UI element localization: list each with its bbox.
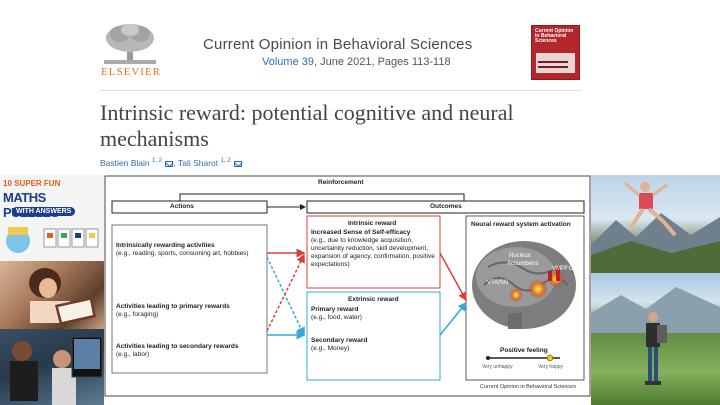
jumping-illustration xyxy=(591,181,720,273)
reinforcement-label: Reinforcement xyxy=(318,179,364,186)
child-reading-illustration xyxy=(29,268,96,325)
puzzle-illustration xyxy=(6,227,99,253)
brain-label-vmpfc: VMPFC xyxy=(552,266,573,272)
mail-icon[interactable] xyxy=(233,160,242,167)
hiker-photo xyxy=(591,273,720,405)
intrinsic-activities-title: Intrinsically rewarding activities xyxy=(116,242,215,249)
secondary-activities-title: Activities leading to secondary rewards xyxy=(116,343,239,350)
brain-label-accumbens: Accumbens xyxy=(507,261,539,267)
brain-label-nucleus: Nucleus xyxy=(509,253,531,259)
intrinsic-activities-desc: (e.g., reading, sports, consuming art, h… xyxy=(116,250,249,257)
cover-title: Current Opinion in Behavioral Sciences xyxy=(535,28,574,44)
volume-info: Volume 39, June 2021, Pages 113-118 xyxy=(262,56,451,68)
primary-reward-desc: (e.g., food, water) xyxy=(311,314,362,321)
secondary-reward-title: Secondary reward xyxy=(311,337,368,344)
scale-very-happy: Very happy xyxy=(538,364,564,370)
author-affiliation[interactable]: 1, 2 xyxy=(152,158,163,165)
extrinsic-reward-title: Extrinsic reward xyxy=(348,296,399,303)
author-separator: , xyxy=(173,158,176,168)
child-reading-photo xyxy=(0,261,104,329)
actions-label: Actions xyxy=(170,203,194,210)
jumping-woman-photo xyxy=(591,175,720,273)
journal-title[interactable]: Current Opinion in Behavioral Sciences xyxy=(203,36,473,53)
header-divider xyxy=(100,90,582,91)
intrinsic-reward-desc: (e.g., due to knowledge acquisition, unc… xyxy=(311,237,435,268)
scale-very-unhappy: Very unhappy xyxy=(482,364,513,370)
intrinsic-reward-subtitle: Increased Sense of Self-efficacy xyxy=(311,229,411,236)
cover-line xyxy=(538,66,568,68)
publisher-name: ELSEVIER xyxy=(101,66,161,78)
primary-activities-desc: (e.g., foraging) xyxy=(116,311,159,318)
secondary-reward-desc: (e.g., Money) xyxy=(311,345,350,352)
author-affiliation[interactable]: 1, 2 xyxy=(220,158,231,165)
primary-reward-title: Primary reward xyxy=(311,306,359,313)
reward-diagram: Reinforcement Actions Outcomes Intrinsic… xyxy=(104,175,591,397)
computer-illustration xyxy=(10,336,103,405)
mail-icon[interactable] xyxy=(165,160,174,167)
primary-activities-title: Activities leading to primary rewards xyxy=(116,303,230,310)
article-title: Intrinsic reward: potential cognitive an… xyxy=(100,100,514,151)
neural-activation-title: Neural reward system activation xyxy=(471,221,571,228)
journal-cover-thumbnail[interactable]: Current Opinion in Behavioral Sciences xyxy=(531,25,580,80)
volume-pages: , June 2021, Pages 113-118 xyxy=(313,56,451,68)
brain-label-vta-sn: VTA/SN xyxy=(487,280,509,286)
puzzle-badge: WITH ANSWERS xyxy=(12,207,76,216)
author-name[interactable]: Tali Sharot xyxy=(177,158,219,168)
article-header: ELSEVIER Current Opinion in Behavioral S… xyxy=(0,0,720,175)
puzzle-headline-small: 10 SUPER FUN xyxy=(3,179,61,188)
figure-caption: Current Opinion in Behavioral Sciences xyxy=(480,384,576,390)
elsevier-tree-logo xyxy=(100,22,160,80)
intrinsic-reward-title: Intrinsic reward xyxy=(348,220,397,227)
outcomes-label: Outcomes xyxy=(430,203,462,210)
maths-puzzles-image: 10 SUPER FUN MATHS PUZZLES WITH ANSWERS xyxy=(0,175,104,261)
diagram-graphics xyxy=(104,175,591,397)
people-at-computer-photo xyxy=(0,329,104,405)
volume-link[interactable]: Volume 39 xyxy=(262,56,314,68)
hiker-illustration xyxy=(591,287,720,385)
author-name[interactable]: Bastien Blain xyxy=(100,158,150,168)
secondary-activities-desc: (e.g., labor) xyxy=(116,351,150,358)
positive-feeling-label: Positive feeling xyxy=(500,347,548,354)
cover-graphic xyxy=(536,53,575,73)
cover-line xyxy=(538,61,568,63)
author-list: Bastien Blain 1, 2 , Tali Sharot 1, 2 xyxy=(100,158,242,168)
